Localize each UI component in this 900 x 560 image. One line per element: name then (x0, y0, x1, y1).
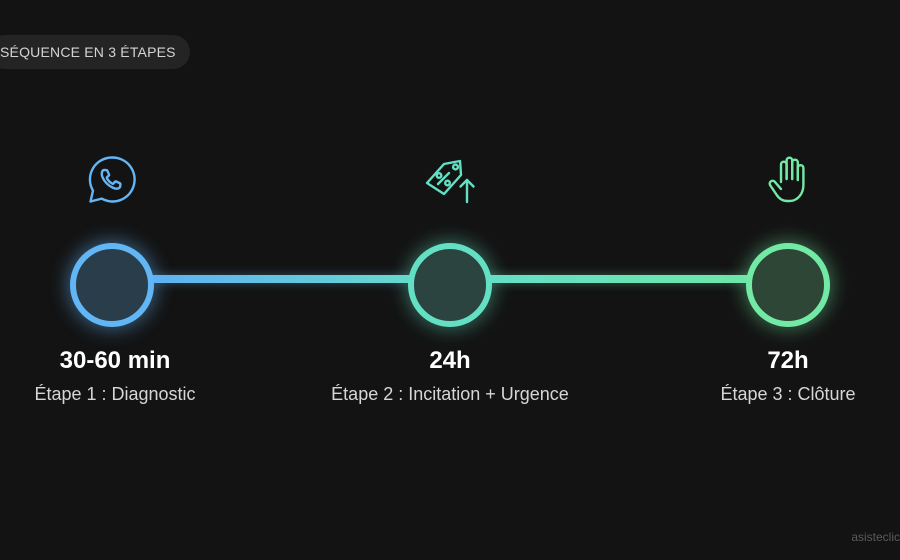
hand-icon (760, 152, 816, 208)
step-node-3 (746, 243, 830, 327)
step-1-time: 30-60 min (59, 347, 171, 374)
step-node-1 (70, 243, 154, 327)
connector-line-2 (486, 275, 752, 283)
step-2-time: 24h (429, 347, 471, 374)
step-node-2 (408, 243, 492, 327)
step-3-time: 72h (767, 347, 809, 374)
step-2-label: Étape 2 : Incitation + Urgence (331, 384, 569, 404)
connector-line-1 (150, 275, 414, 283)
whatsapp-icon (84, 152, 140, 208)
watermark: asisteclic (851, 530, 900, 544)
section-badge: SÉQUENCE EN 3 ÉTAPES (0, 35, 190, 69)
section-badge-label: SÉQUENCE EN 3 ÉTAPES (0, 44, 176, 60)
step-1-label: Étape 1 : Diagnostic (34, 384, 196, 404)
step-3-label: Étape 3 : Clôture (720, 384, 856, 404)
discount-tag-arrow-icon (422, 152, 478, 208)
